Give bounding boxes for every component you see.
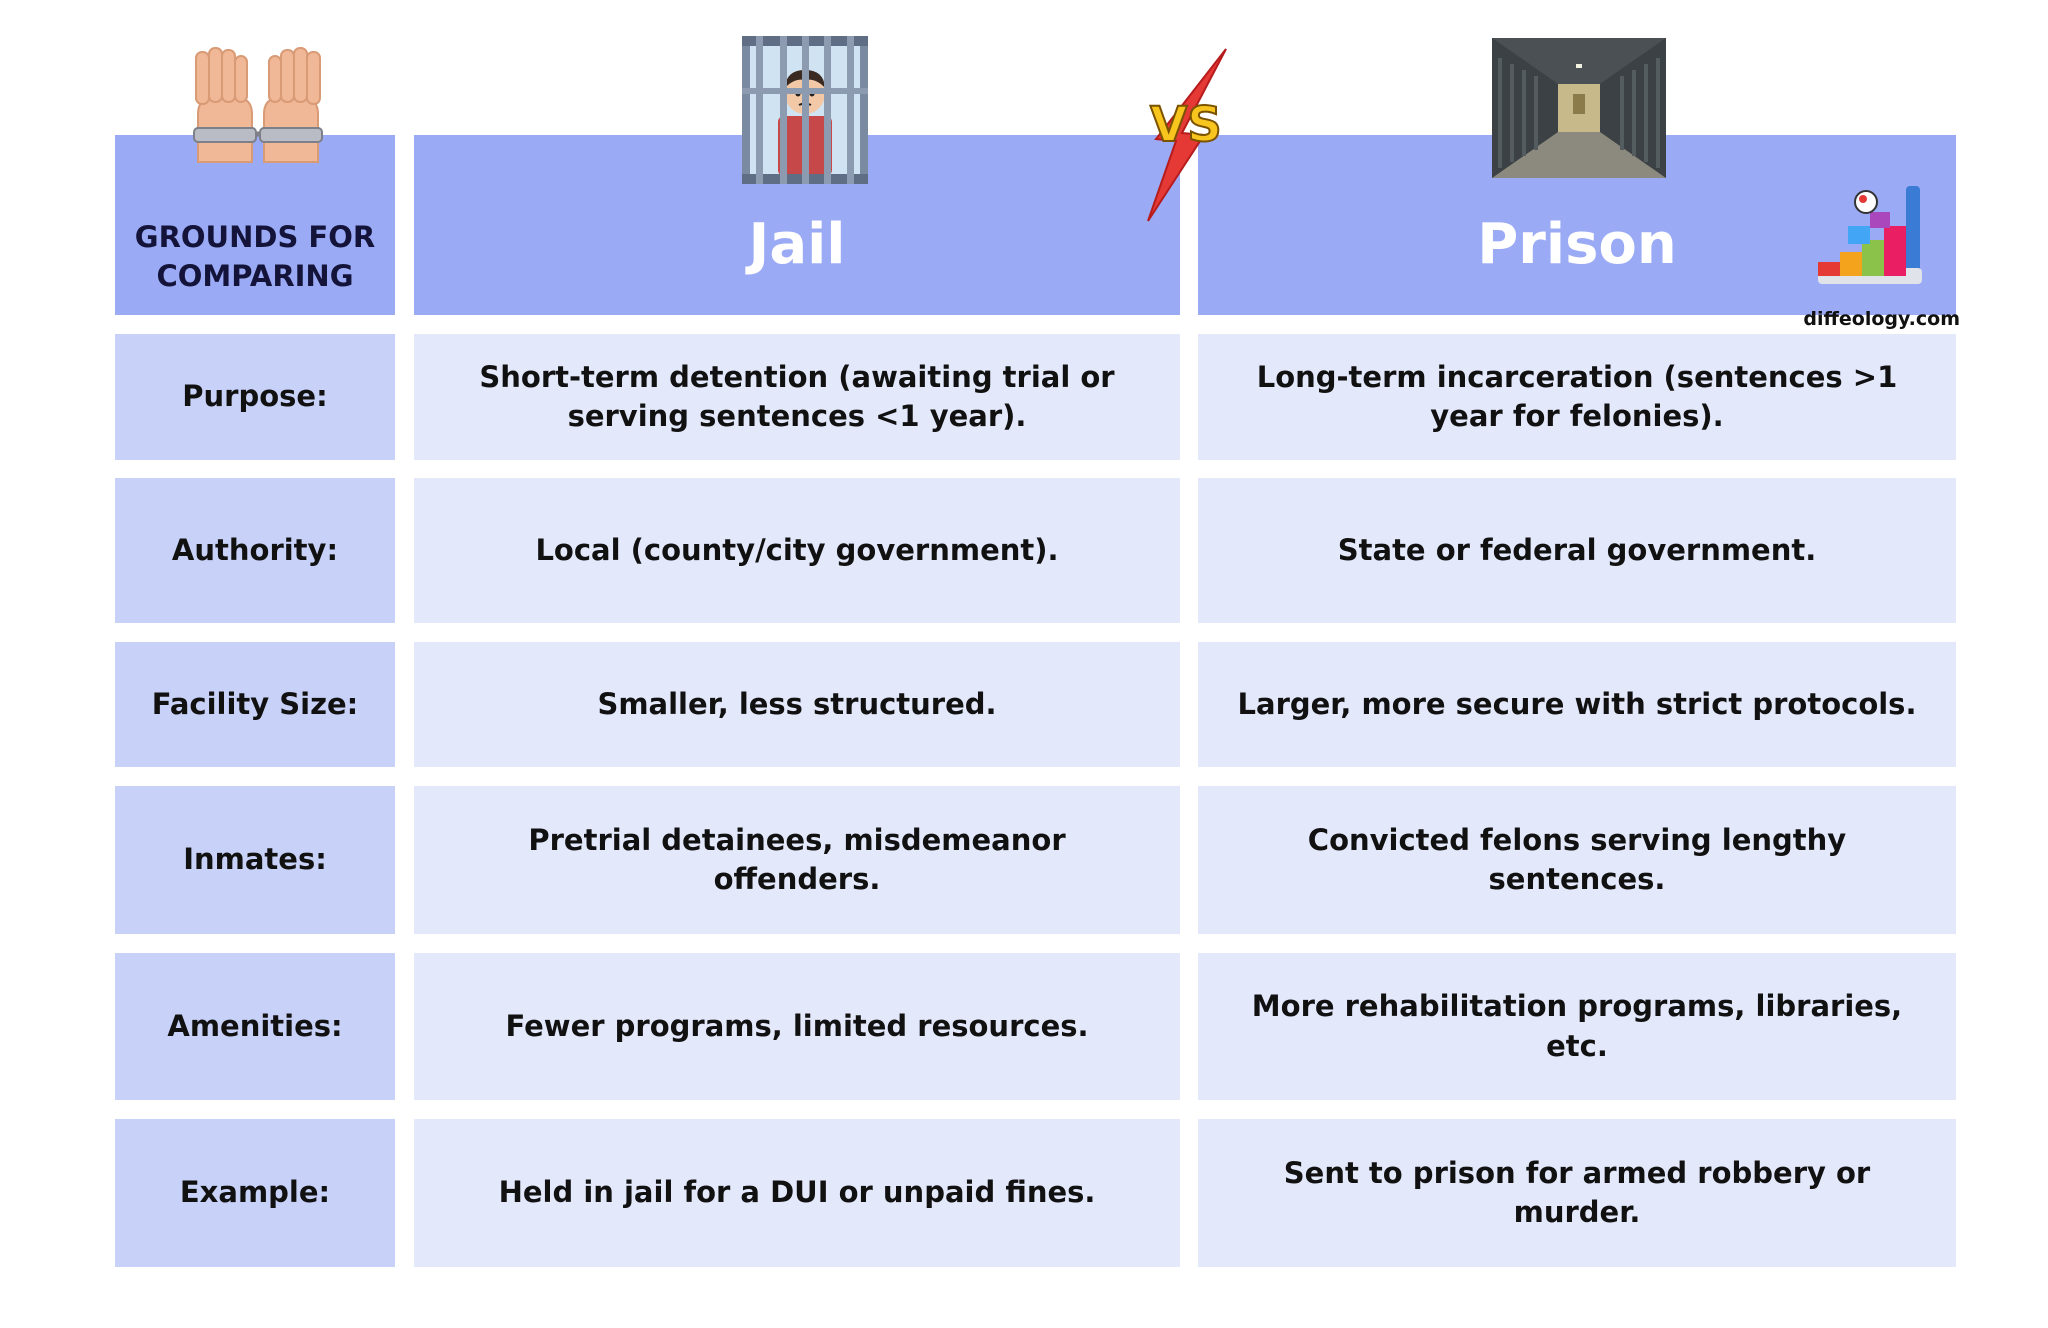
row-label-text: Inmates: [183,842,327,877]
prison-cell-purpose: Long-term incarceration (sentences >1 ye… [1198,334,1956,460]
row-label-text: Amenities: [167,1008,343,1043]
jail-cell-amenities: Fewer programs, limited resources. [414,953,1180,1100]
row-label-text: Purpose: [182,379,328,414]
prison-cell-amenities: More rehabilitation programs, libraries,… [1198,953,1956,1100]
grounds-header-label: GROUNDS FOR COMPARING [134,219,376,293]
jail-cell-text: Local (county/city government). [535,532,1059,567]
prison-cell-text: State or federal government. [1337,532,1817,567]
prison-header-title: Prison [1477,212,1677,278]
prison-cell-text: Long-term incarceration (sentences >1 ye… [1256,359,1898,433]
jail-cell-example: Held in jail for a DUI or unpaid fines. [414,1119,1180,1267]
jail-cell-text: Short-term detention (awaiting trial or … [479,359,1115,433]
prison-cell-example: Sent to prison for armed robbery or murd… [1198,1119,1956,1267]
prison-cell-text: More rehabilitation programs, libraries,… [1251,989,1903,1063]
prison-cell-facility-size: Larger, more secure with strict protocol… [1198,642,1956,767]
jail-cell-text: Pretrial detainees, misdemeanor offender… [528,822,1066,896]
jail-cell-text: Smaller, less structured. [597,686,997,721]
prison-cell-text: Larger, more secure with strict protocol… [1237,686,1917,721]
watermark: diffeology.com [1803,308,1960,330]
row-label-inmates: Inmates: [115,786,395,934]
jail-cell-text: Fewer programs, limited resources. [505,1008,1089,1043]
jail-cell-purpose: Short-term detention (awaiting trial or … [414,334,1180,460]
vs-label: VS [1150,97,1222,153]
jail-cell-inmates: Pretrial detainees, misdemeanor offender… [414,786,1180,934]
handcuffs-icon [193,47,323,163]
jail-cell-icon [742,36,868,184]
jail-cell-authority: Local (county/city government). [414,478,1180,623]
diffeology-logo-icon [1818,186,1922,284]
row-label-amenities: Amenities: [115,953,395,1100]
prison-corridor-icon [1492,38,1666,178]
grounds-header: GROUNDS FOR COMPARING [115,135,395,315]
jail-cell-facility-size: Smaller, less structured. [414,642,1180,767]
row-label-authority: Authority: [115,478,395,623]
row-label-text: Example: [179,1175,331,1210]
prison-cell-text: Convicted felons serving lengthy sentenc… [1307,822,1847,896]
row-label-text: Facility Size: [151,686,359,721]
jail-header-title: Jail [748,212,846,278]
row-label-purpose: Purpose: [115,334,395,460]
row-label-example: Example: [115,1119,395,1267]
jail-cell-text: Held in jail for a DUI or unpaid fines. [498,1175,1096,1210]
row-label-facility-size: Facility Size: [115,642,395,767]
prison-cell-inmates: Convicted felons serving lengthy sentenc… [1198,786,1956,934]
vs-lightning-icon: VS [1147,48,1227,222]
prison-header: Prison [1198,135,1956,315]
prison-cell-text: Sent to prison for armed robbery or murd… [1283,1155,1871,1229]
row-label-text: Authority: [171,532,339,567]
prison-cell-authority: State or federal government. [1198,478,1956,623]
